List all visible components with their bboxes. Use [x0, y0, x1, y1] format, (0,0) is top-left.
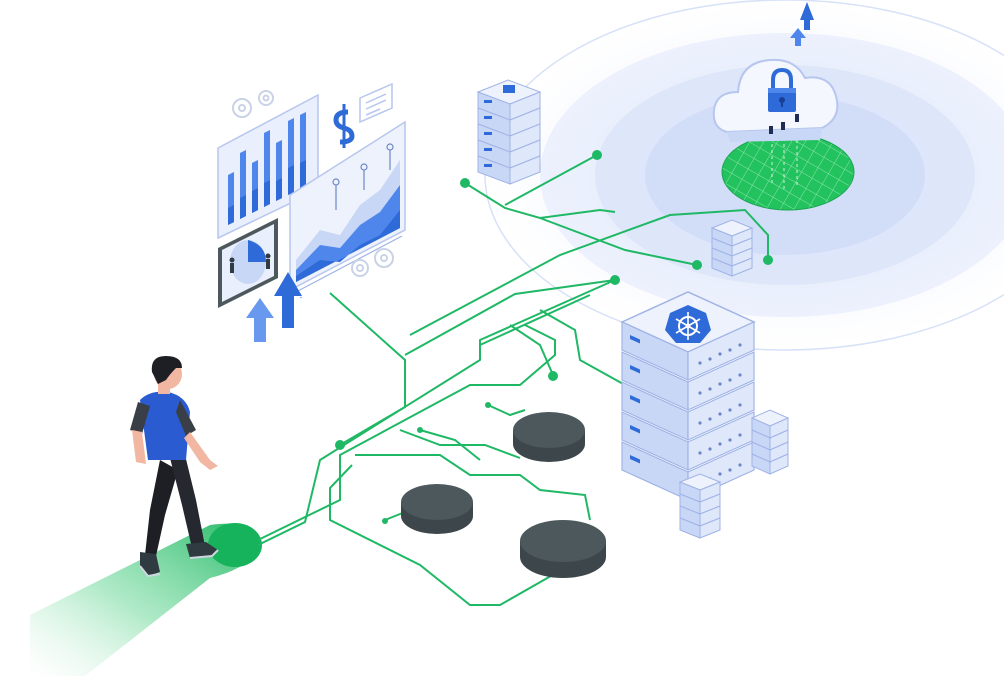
bar-chart-panel [217, 93, 319, 240]
server-stack-tiny [710, 219, 754, 277]
person-walking [130, 356, 219, 578]
circuit-nodes [335, 150, 773, 524]
dollar-sign-icon [333, 104, 355, 148]
pie-chart-panel [218, 218, 278, 308]
circuit-lines [257, 154, 769, 606]
server-stack-side-right [750, 409, 790, 475]
kubernetes-server-stack [620, 291, 756, 501]
database-disk-right [520, 520, 606, 578]
padlock-icon [768, 67, 796, 112]
shoes [139, 542, 219, 578]
database-disk-left [401, 484, 473, 534]
area-chart-panel [289, 120, 406, 299]
analytics-dashboard [217, 82, 406, 342]
gear-icon [232, 90, 394, 277]
green-walkway [30, 523, 262, 676]
up-arrow-icon [790, 2, 814, 46]
note-card [359, 82, 393, 124]
server-stack-side-bottom [678, 473, 722, 539]
kubernetes-helm-icon [665, 305, 711, 343]
database-disk-top [513, 412, 585, 462]
cloud-security-icon [712, 2, 839, 142]
server-stack-small [476, 79, 542, 185]
cloud-platform-grid [721, 128, 855, 211]
up-arrow-icon [246, 272, 302, 342]
